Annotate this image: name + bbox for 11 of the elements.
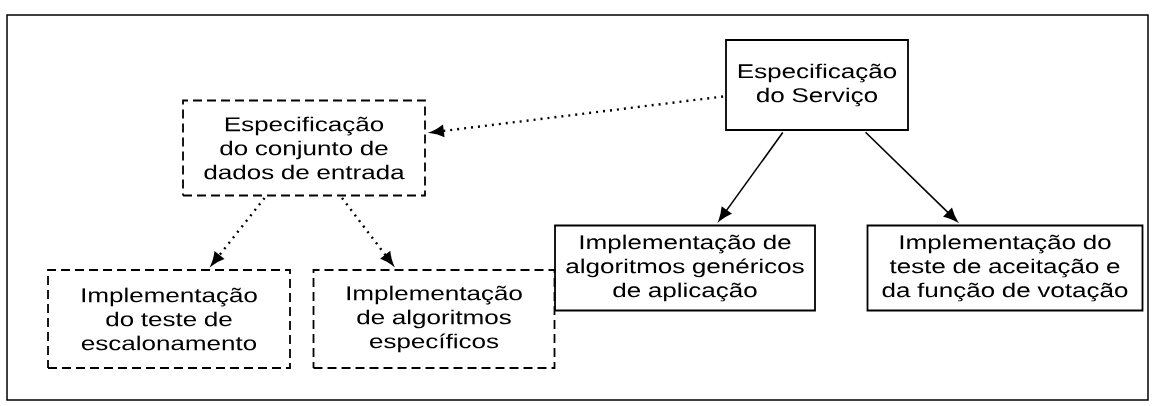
- dashed-box: Implementação do teste de escalonamento: [47, 269, 291, 369]
- dashed-box: Especificação do conjunto de dados de entrada: [182, 99, 426, 197]
- process-box: Implementação do teste de aceitação e da função de votação: [866, 224, 1144, 312]
- arrow: [864, 131, 958, 222]
- arrow: [431, 95, 724, 137]
- arrow: [718, 131, 784, 222]
- dashed-box: Implementação de algoritmos específicos: [312, 269, 556, 369]
- process-box: Especificação do Serviço: [725, 39, 909, 131]
- arrow: [341, 197, 394, 266]
- arrow: [211, 197, 266, 266]
- process-box: Implementação de algoritmos genéricos de aplicação: [554, 224, 816, 312]
